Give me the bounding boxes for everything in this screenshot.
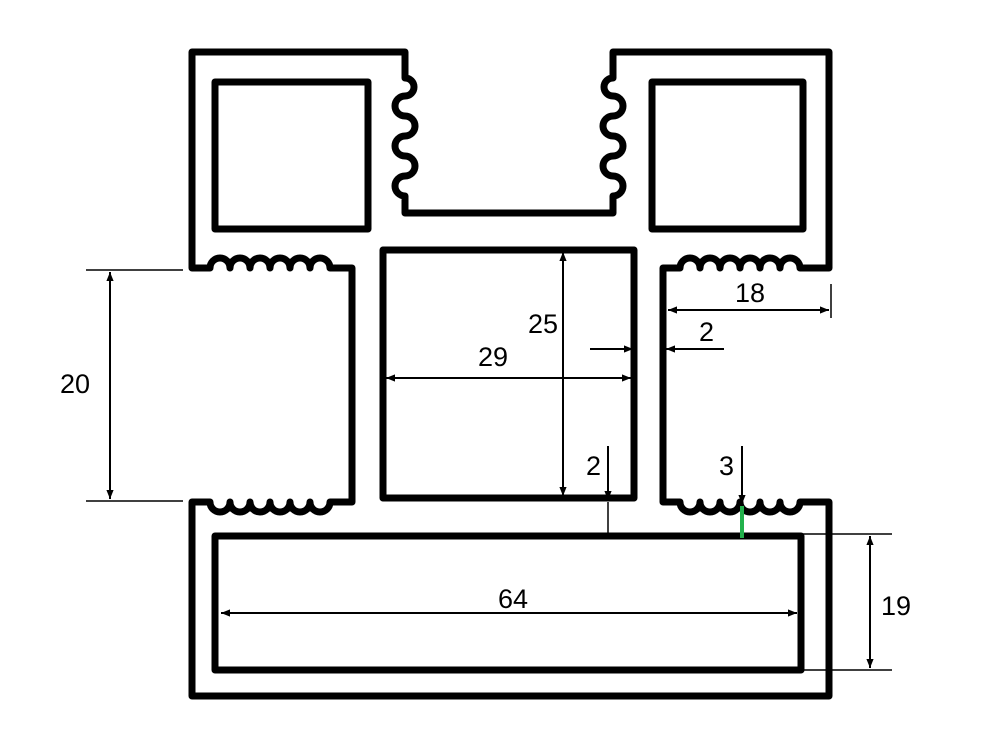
dim-3-label: 3 xyxy=(719,451,734,481)
profile-outline xyxy=(188,48,833,700)
dim-29-label: 29 xyxy=(478,342,508,372)
bottom-cavity xyxy=(211,532,805,674)
dim-25-label: 25 xyxy=(528,309,558,339)
dim-18-label: 18 xyxy=(735,278,765,308)
dim-2-floor-label: 2 xyxy=(586,451,601,481)
dim-64-label: 64 xyxy=(498,584,528,614)
center-cavity xyxy=(379,246,638,502)
top-right-cavity xyxy=(648,78,807,233)
dim-19-label: 19 xyxy=(881,591,911,621)
dim-20-label: 20 xyxy=(60,369,90,399)
top-left-cavity xyxy=(211,78,372,233)
dim-2-wall-label: 2 xyxy=(699,317,714,347)
